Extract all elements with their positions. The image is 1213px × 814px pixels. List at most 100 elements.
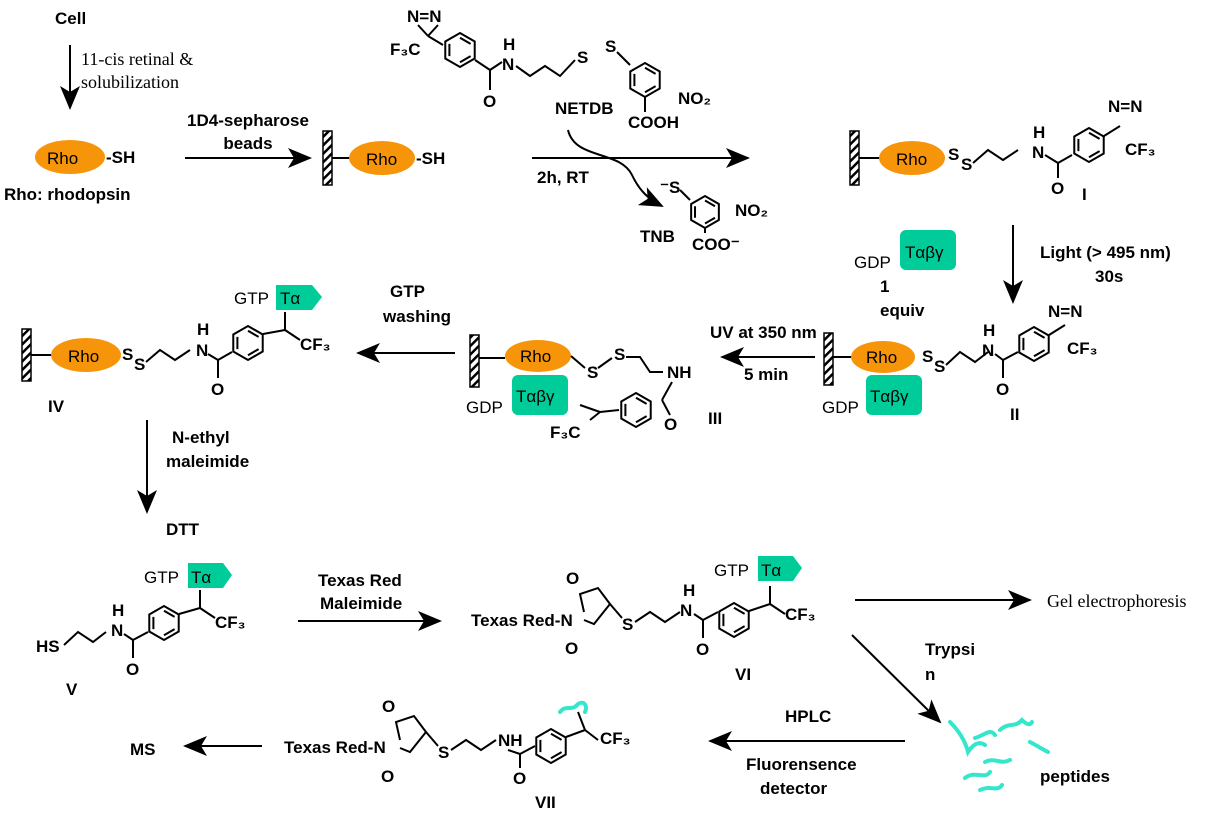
rho-label: Rho — [68, 347, 99, 366]
s-label: S — [614, 345, 625, 364]
gdp-label: GDP — [466, 398, 503, 417]
transducin-box — [512, 375, 568, 415]
compound-III: Rho Tαβγ GDP S S NH O F₃C III — [466, 334, 722, 442]
transducin-alpha-label: Tα — [191, 568, 211, 587]
cf3-label: CF₃ — [600, 729, 631, 748]
h-label: H — [503, 35, 515, 54]
detector-label: detector — [760, 779, 827, 798]
rhodopsin-ellipse — [851, 341, 915, 373]
time-label: 30s — [1095, 267, 1123, 286]
cell-label: Cell — [55, 9, 86, 28]
h-label: H — [197, 320, 209, 339]
double-bond — [550, 751, 563, 760]
bead-wall — [469, 334, 480, 388]
s-label: S — [622, 615, 633, 634]
benzene-ring — [535, 727, 567, 765]
o-label: O — [483, 92, 496, 111]
double-bond — [247, 348, 260, 357]
netdb-structure: N=N F₃C O H N S S NO₂ COOH NETDB — [390, 7, 711, 132]
n-label: N — [196, 341, 208, 360]
double-bond — [644, 85, 657, 94]
transducin-label: Tαβγ — [905, 243, 944, 262]
h-label: H — [683, 581, 695, 600]
tnb-label: TNB — [640, 227, 675, 246]
s-label: S — [587, 363, 598, 382]
bead-rho-sh: Rho -SH — [322, 130, 445, 186]
compound-label-I: I — [1082, 185, 1087, 204]
retinal-label: 11-cis retinal & — [81, 49, 193, 69]
s-label: S — [438, 743, 449, 762]
double-bond — [635, 396, 648, 405]
compound-VII: Texas Red-N O O S NH O CF₃ VII — [284, 697, 631, 812]
fluorescence-label: Fluorensence — [746, 755, 857, 774]
sh-label: -SH — [416, 149, 445, 168]
s-label: S — [961, 155, 972, 174]
texas-red-n-label: Texas Red-N — [471, 611, 573, 630]
n-label: N — [1032, 143, 1044, 162]
n-label: N — [502, 55, 514, 74]
solubilization-label: solubilization — [81, 72, 179, 92]
sh-label: -SH — [106, 148, 135, 167]
texas-red-n-label: Texas Red-N — [284, 738, 386, 757]
uv-time-label: 5 min — [744, 365, 788, 384]
nh-label: NH — [498, 731, 523, 750]
equiv-label: equiv — [880, 301, 925, 320]
gtp-label: GTP — [390, 282, 425, 301]
o-label: O — [565, 639, 578, 658]
double-bond — [550, 732, 563, 741]
netdb-label: NETDB — [555, 99, 614, 118]
compound-VI: Texas Red-N O O S H N O CF₃ Tα GTP VI — [471, 556, 816, 684]
double-bond — [704, 216, 716, 225]
diazirine: N=N — [407, 7, 441, 26]
n-label: N — [111, 621, 123, 640]
double-bond — [163, 609, 176, 618]
double-bond — [247, 329, 260, 338]
maleimide-label: maleimide — [166, 452, 249, 471]
f3c-label: F₃C — [550, 423, 581, 442]
compound-IV: Rho S S H N O CF₃ Tα GTP IV — [21, 285, 331, 416]
rhodopsin-ellipse — [879, 141, 945, 175]
transducin-box — [866, 375, 922, 415]
double-bond — [163, 628, 176, 637]
cf3-label: CF₃ — [1067, 339, 1098, 358]
o-label: O — [664, 415, 677, 434]
compound-I: Rho S S H N O N=N CF₃ I — [849, 97, 1156, 204]
o-label: O — [211, 380, 224, 399]
double-bond — [1033, 349, 1046, 358]
s-label: S — [922, 347, 933, 366]
benzene-ring — [1018, 325, 1050, 363]
peptides-fragments — [948, 717, 1050, 792]
nh-label: NH — [667, 363, 692, 382]
transducin-alpha-tag — [276, 285, 322, 310]
double-bond — [459, 36, 472, 45]
double-bond — [1088, 131, 1101, 140]
o-label: O — [1051, 179, 1064, 198]
transducin-box — [900, 230, 956, 270]
n-label: N — [680, 601, 692, 620]
peptides-label: peptides — [1040, 767, 1110, 786]
o-label: O — [566, 569, 579, 588]
hplc-label: HPLC — [785, 707, 831, 726]
peptide-fragment — [558, 700, 589, 714]
compound-V: HS H N O CF₃ Tα GTP V — [36, 563, 246, 699]
coo-label: COO⁻ — [692, 235, 740, 254]
transducin-alpha-tag — [188, 563, 232, 588]
bead-wall — [21, 328, 32, 382]
light-label: Light (> 495 nm) — [1040, 243, 1171, 262]
rhodopsin-ellipse — [51, 338, 121, 372]
double-bond — [635, 415, 648, 424]
double-bond — [733, 606, 746, 615]
compound-label-IV: IV — [48, 397, 65, 416]
double-bond — [1088, 150, 1101, 159]
compound-label-VII: VII — [535, 793, 556, 812]
rhodopsin-ellipse — [35, 140, 105, 174]
nem-label: N-ethyl — [172, 428, 230, 447]
bead-wall — [823, 332, 834, 386]
rhodopsin-ellipse — [505, 340, 571, 372]
benzene-ring — [1073, 126, 1105, 164]
o-label: O — [513, 769, 526, 788]
h-label: H — [1033, 123, 1045, 142]
cf3-label: CF₃ — [300, 335, 331, 354]
benzene-ring — [444, 31, 476, 69]
rho-label: Rho — [866, 348, 897, 367]
